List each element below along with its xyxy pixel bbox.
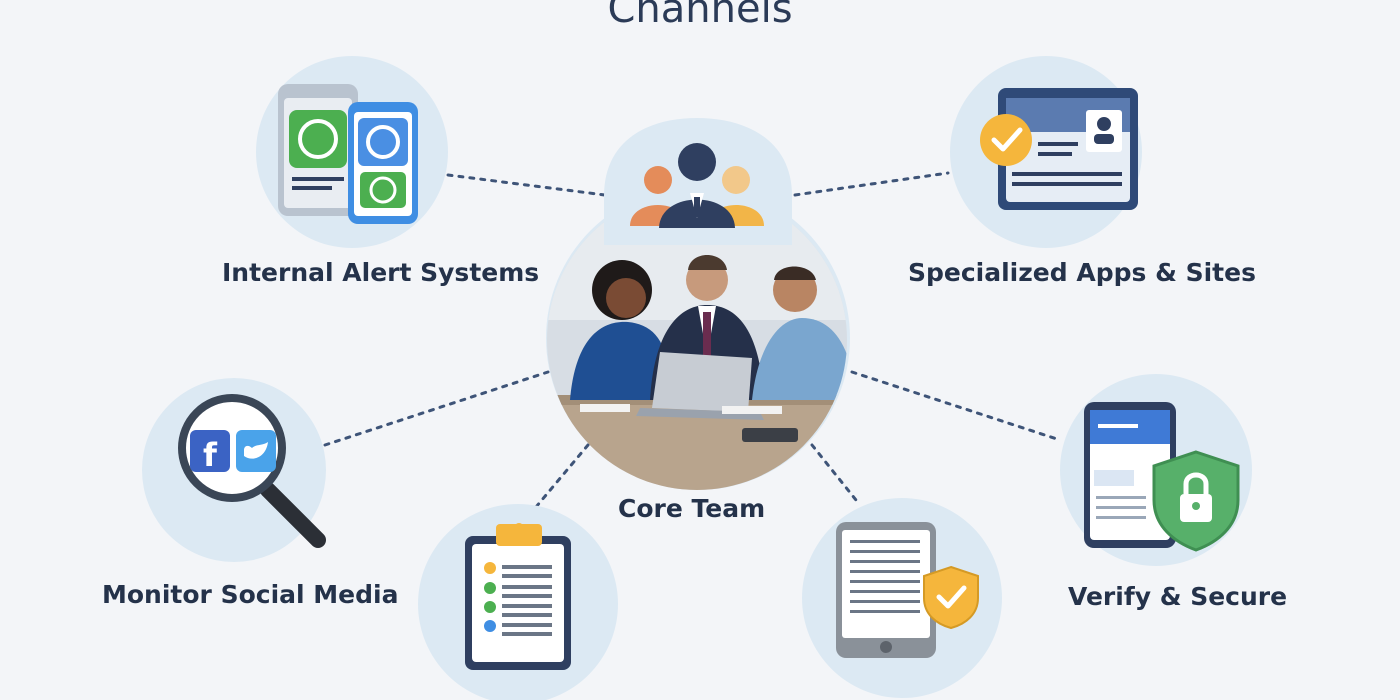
check-badge-icon — [980, 114, 1032, 166]
svg-text:f: f — [203, 436, 218, 474]
title: Channels — [607, 0, 793, 32]
facebook-icon — [190, 430, 230, 472]
internal-alert-label: Internal Alert Systems — [222, 258, 540, 287]
clipboard-icon — [465, 523, 571, 670]
verify-secure-node — [1060, 374, 1252, 566]
connector-verify-secure — [850, 370, 1062, 442]
team-photo — [547, 190, 847, 490]
connector-internal-alert — [446, 173, 607, 197]
social-media-label: Monitor Social Media — [102, 580, 399, 609]
connector-document — [810, 443, 862, 507]
connector-checklist — [534, 443, 590, 509]
id-card-icon — [980, 88, 1138, 210]
checklist-node — [418, 504, 618, 700]
document-node — [802, 498, 1002, 698]
connector-specialized-apps — [793, 171, 950, 197]
tablet-document-icon — [836, 522, 979, 658]
connector-social-media — [323, 370, 550, 447]
secure-phone-icon — [1084, 402, 1240, 552]
social-media-node: f — [142, 378, 326, 562]
specialized-apps-label: Specialized Apps & Sites — [908, 258, 1256, 287]
phones-icon — [278, 84, 418, 224]
magnifier-icon: f — [178, 394, 326, 548]
specialized-apps-node — [950, 56, 1142, 248]
core-team-node — [546, 118, 850, 490]
check-shield-icon — [923, 565, 979, 630]
verify-secure-label: Verify & Secure — [1068, 582, 1288, 611]
core-team-label: Core Team — [618, 494, 766, 523]
internal-alert-node — [256, 56, 448, 248]
team-icon — [630, 143, 764, 228]
connector-lines — [323, 171, 1062, 509]
